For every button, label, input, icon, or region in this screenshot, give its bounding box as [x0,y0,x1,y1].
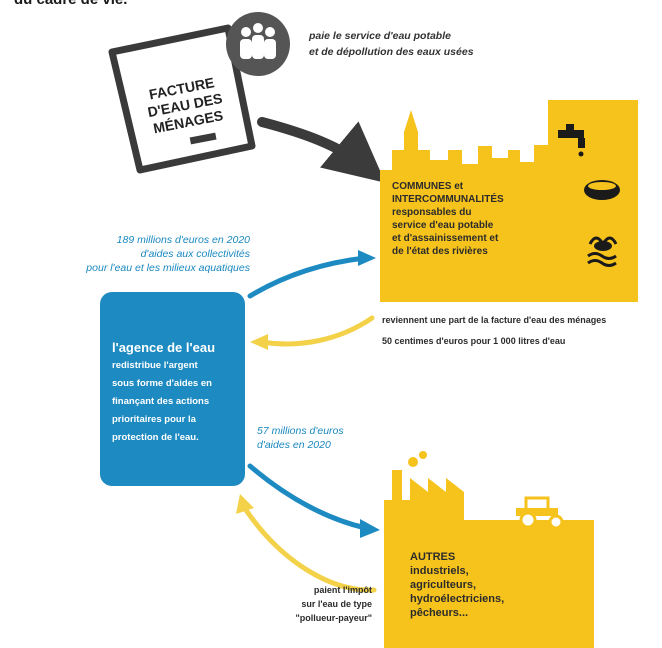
arrow-aides-to-autres-head [360,519,380,538]
communes-body: responsables du [392,207,472,218]
people-icon [226,12,290,76]
tap-icon [549,115,599,165]
households-caption: paie le service d'eau potable et de dépo… [309,28,474,60]
autres-heading: AUTRES [410,551,456,563]
arrow-aides-to-communes-head [358,250,376,266]
autres-line: industriels, [410,565,469,577]
impot-caption: paient l'impôt sur l'eau de type "pollue… [262,583,372,625]
agence-line: redistribue l'argent [112,360,198,371]
arrow-household-to-communes [257,117,386,183]
aides-autres-caption: 57 millions d'euros d'aides en 2020 [257,424,344,452]
communes-body: service d'eau potable [392,220,494,231]
arrow-impot-to-agence [243,507,377,593]
impot-line: "pollueur-payeur" [295,613,372,623]
households-line: et de dépollution des eaux usées [309,46,474,58]
aides1-line: pour l'eau et les milieux aquatiques [86,262,250,274]
aides-collectivites-caption: 189 millions d'euros en 2020 d'aides aux… [30,233,250,275]
impot-line: sur l'eau de type [301,599,372,609]
arrow-aides-to-communes [247,255,368,299]
autres-line: agriculteurs, [410,579,477,591]
agence-box [100,292,245,486]
factory-icon [408,451,427,467]
households-line: paie le service d'eau potable [309,30,451,42]
wave-icon [579,226,627,274]
aides1-line: d'aides aux collectivités [140,248,250,260]
agence-line: prioritaires pour la [112,414,196,425]
aides2-line: 57 millions d'euros [257,425,344,437]
aides1-line: 189 millions d'euros en 2020 [116,234,250,246]
arrow-aides-to-autres [247,463,369,531]
agence-line: sous forme d'aides en [112,378,212,389]
revenue-line: 50 centimes d'euros pour 1 000 litres d'… [382,336,566,346]
tractor-icon [516,496,564,530]
fish-icon [578,168,626,216]
communes-heading: COMMUNES et [392,181,464,192]
agence-title: l'agence de l'eau [112,340,216,355]
communes-body: et d'assainissement et [392,233,499,244]
arrow-impot-to-agence-head [236,494,254,514]
autres-line: pêcheurs... [410,607,469,619]
communes-heading: INTERCOMMUNALITÉS [392,194,504,205]
autres-caption: AUTRES industriels, agriculteurs, hydroé… [410,550,504,620]
aides2-line: d'aides en 2020 [257,439,331,451]
revenue-caption: reviennent une part de la facture d'eau … [382,310,606,352]
arrow-revenue-to-agence [259,315,375,347]
autres-block-shape [384,470,594,648]
revenue-line: reviennent une part de la facture d'eau … [382,315,607,325]
arrow-revenue-to-agence-head [250,334,268,350]
agence-line: finançant des actions [112,396,210,407]
agence-line: protection de l'eau. [112,432,199,443]
autres-line: hydroélectriciens, [410,593,505,605]
header-cut-text: du cadre de vie. [14,0,127,8]
communes-caption: COMMUNES et INTERCOMMUNALITÉS responsabl… [392,180,592,258]
document-icon [108,24,256,174]
communes-body: de l'état des rivières [392,246,488,257]
impot-line: paient l'impôt [313,585,372,595]
agence-description: redistribue l'argent sous forme d'aides … [112,357,242,447]
